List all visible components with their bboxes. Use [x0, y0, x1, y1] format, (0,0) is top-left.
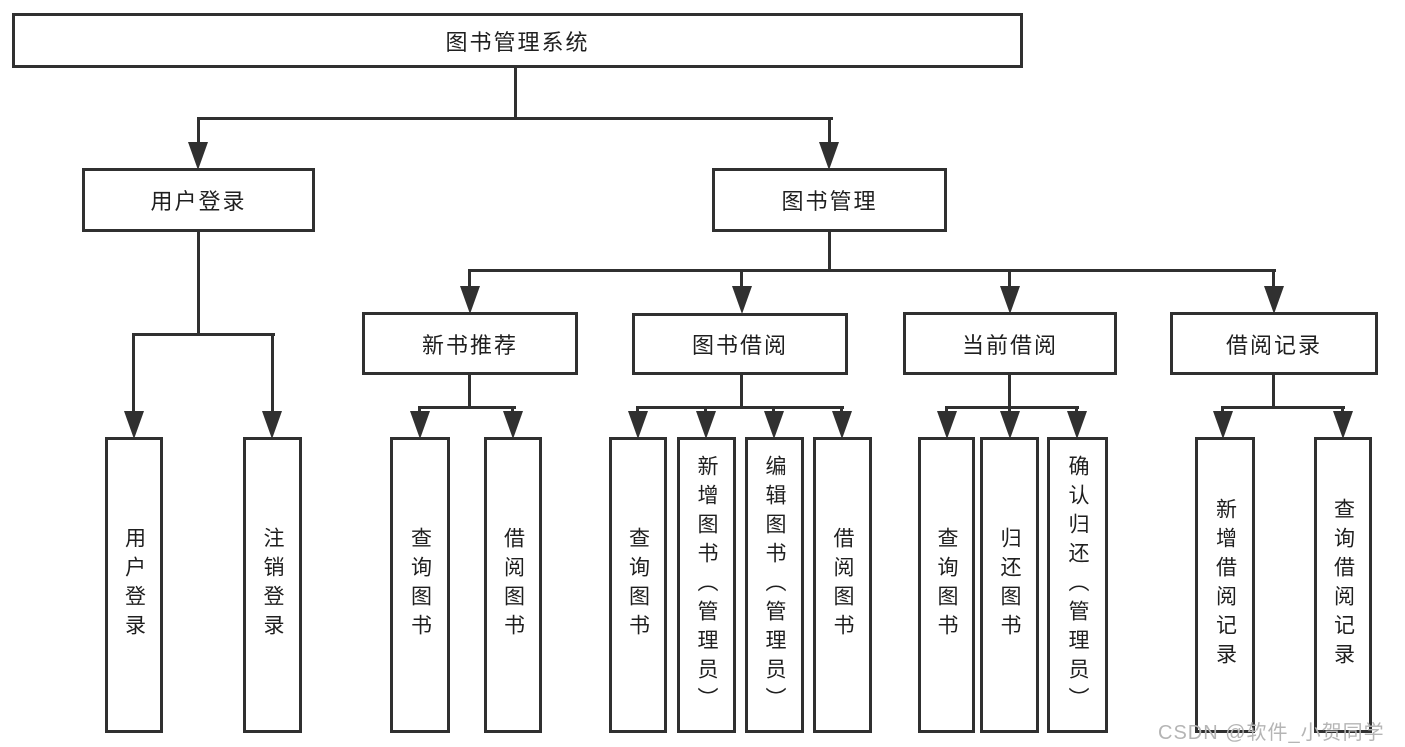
connector-line — [468, 269, 471, 289]
connector-line — [132, 333, 135, 411]
connector-line — [740, 269, 743, 289]
arrow-down-icon — [732, 286, 752, 314]
arrow-down-icon — [764, 411, 784, 439]
arrow-down-icon — [1333, 411, 1353, 439]
leaf-return-books: 归还图书 — [980, 437, 1039, 733]
arrow-down-icon — [124, 411, 144, 439]
arrow-down-icon — [503, 411, 523, 439]
arrow-down-icon — [832, 411, 852, 439]
connector-line — [636, 406, 844, 409]
leaf-add-books-admin: 新增图书（管理员） — [677, 437, 736, 733]
arrow-down-icon — [1213, 411, 1233, 439]
leaf-add-borrow-record: 新增借阅记录 — [1195, 437, 1255, 733]
arrow-down-icon — [819, 142, 839, 170]
connector-line — [1008, 373, 1011, 409]
leaf-logout-login: 注销登录 — [243, 437, 302, 733]
leaf-query-books-recommend: 查询图书 — [390, 437, 450, 733]
csdn-watermark: CSDN @软件_小贺同学 — [1158, 722, 1385, 744]
connector-line — [740, 373, 743, 409]
connector-line — [418, 406, 516, 409]
arrow-down-icon — [262, 411, 282, 439]
connector-line — [1221, 406, 1345, 409]
connector-line — [828, 230, 831, 272]
node-book-borrowing: 图书借阅 — [632, 313, 848, 375]
arrow-down-icon — [188, 142, 208, 170]
arrow-down-icon — [937, 411, 957, 439]
arrow-down-icon — [1067, 411, 1087, 439]
node-book-management: 图书管理 — [712, 168, 947, 232]
connector-line — [468, 269, 1276, 272]
connector-line — [828, 117, 831, 145]
connector-line — [197, 117, 200, 145]
leaf-confirm-return-admin: 确认归还（管理员） — [1047, 437, 1108, 733]
arrow-down-icon — [410, 411, 430, 439]
connector-line — [945, 406, 1079, 409]
connector-line — [1272, 373, 1275, 409]
node-new-book-recommendation: 新书推荐 — [362, 312, 578, 375]
arrow-down-icon — [1264, 286, 1284, 314]
connector-line — [1272, 269, 1275, 289]
leaf-query-books-borrowing: 查询图书 — [609, 437, 667, 733]
connector-line — [197, 117, 833, 120]
node-user-login: 用户登录 — [82, 168, 315, 232]
arrow-down-icon — [696, 411, 716, 439]
arrow-down-icon — [460, 286, 480, 314]
connector-line — [132, 333, 275, 336]
connector-line — [271, 333, 274, 411]
leaf-query-books-current: 查询图书 — [918, 437, 975, 733]
arrow-down-icon — [1000, 286, 1020, 314]
connector-line — [514, 66, 517, 120]
connector-line — [197, 230, 200, 336]
leaf-user-login: 用户登录 — [105, 437, 163, 733]
node-borrowing-records: 借阅记录 — [1170, 312, 1378, 375]
leaf-borrow-books-recommend: 借阅图书 — [484, 437, 542, 733]
arrow-down-icon — [628, 411, 648, 439]
node-library-management-system: 图书管理系统 — [12, 13, 1023, 68]
leaf-edit-books-admin: 编辑图书（管理员） — [745, 437, 804, 733]
leaf-borrow-books-borrowing: 借阅图书 — [813, 437, 872, 733]
arrow-down-icon — [1000, 411, 1020, 439]
connector-line — [1008, 269, 1011, 289]
node-current-borrowing: 当前借阅 — [903, 312, 1117, 375]
leaf-query-borrow-record: 查询借阅记录 — [1314, 437, 1372, 733]
connector-line — [468, 373, 471, 409]
